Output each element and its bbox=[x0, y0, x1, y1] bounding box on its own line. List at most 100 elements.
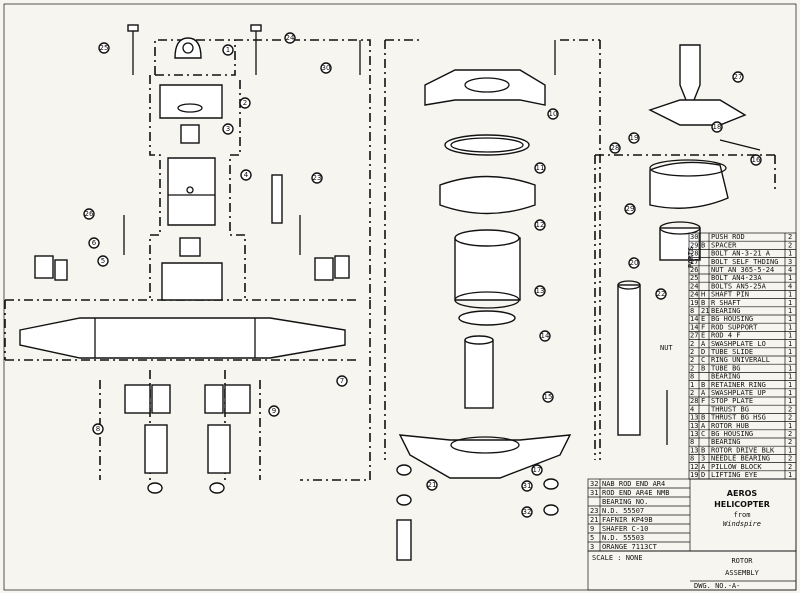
part-qty: 2 bbox=[788, 414, 792, 422]
part-qty: 1 bbox=[788, 422, 792, 430]
part-sub: A bbox=[701, 422, 706, 430]
balloon-17: 17 bbox=[533, 466, 542, 474]
part-ref: 14 bbox=[690, 323, 698, 331]
part-name: RING UNIVERALL bbox=[711, 356, 770, 364]
balloon-5: 5 bbox=[101, 257, 105, 265]
balloon-32: 32 bbox=[523, 508, 532, 516]
part-sub: A bbox=[701, 463, 706, 471]
part-qty: 1 bbox=[788, 356, 792, 364]
part-qty: 1 bbox=[788, 446, 792, 454]
part-sub: B bbox=[701, 241, 705, 249]
balloon-11: 11 bbox=[536, 164, 545, 172]
balloon-20: 20 bbox=[630, 259, 639, 267]
part-sub: B bbox=[701, 381, 705, 389]
part-qty: 1 bbox=[788, 381, 792, 389]
balloon-29: 29 bbox=[626, 205, 635, 213]
part-sub: E bbox=[701, 332, 705, 340]
balloon-23: 23 bbox=[313, 174, 322, 182]
bearing-ref: 21 bbox=[590, 516, 598, 524]
part-name: THRUST BG bbox=[711, 405, 749, 413]
part-qty: 1 bbox=[788, 299, 792, 307]
balloon-25: 25 bbox=[100, 44, 109, 52]
part-qty: 2 bbox=[788, 455, 792, 463]
part-qty: 1 bbox=[788, 250, 792, 258]
part-qty: 1 bbox=[788, 332, 792, 340]
part-balloons: 1 2 3 4 5 6 7 8 9 10 11 12 13 14 15 16 1… bbox=[83, 32, 762, 518]
part-qty: 4 bbox=[788, 282, 792, 290]
drawing-title-line2: ASSEMBLY bbox=[725, 569, 760, 577]
center-assembly bbox=[359, 39, 601, 561]
part-name: STOP PLATE bbox=[711, 397, 753, 405]
bearing-ref: 31 bbox=[590, 489, 598, 497]
part-qty: 2 bbox=[788, 233, 792, 241]
part-name: BOLT SELF THDING bbox=[711, 258, 778, 266]
part-sub: B bbox=[701, 446, 705, 454]
part-qty: 1 bbox=[788, 323, 792, 331]
balloon-3: 3 bbox=[226, 125, 230, 133]
part-qty: 1 bbox=[788, 373, 792, 381]
part-ref: 28 bbox=[690, 250, 698, 258]
part-ref: 1 bbox=[690, 381, 694, 389]
part-sub: A bbox=[701, 340, 706, 348]
part-ref: 13 bbox=[690, 422, 698, 430]
part-name: TUBE SLIDE bbox=[711, 348, 753, 356]
part-ref: 8 bbox=[690, 438, 694, 446]
part-ref: 25 bbox=[690, 274, 698, 282]
part-name: BEARING bbox=[711, 438, 741, 446]
part-qty: 1 bbox=[788, 471, 792, 479]
bearing-name: BEARING NO. bbox=[602, 498, 648, 506]
part-sub: 3 bbox=[701, 455, 705, 463]
part-ref: 2 bbox=[690, 340, 694, 348]
bearing-ref: 32 bbox=[590, 480, 598, 488]
part-name: SWASHPLATE LO bbox=[711, 340, 766, 348]
part-ref: 27 bbox=[690, 332, 698, 340]
part-qty: 1 bbox=[788, 348, 792, 356]
bearing-name: ROD END AR4E NMB bbox=[602, 489, 669, 497]
bearing-row: 9 SHAFER C-10 bbox=[588, 525, 690, 534]
company-line1: AEROS bbox=[727, 489, 758, 498]
part-ref: 30 bbox=[690, 233, 698, 241]
part-qty: 1 bbox=[788, 315, 792, 323]
part-ref: 19 bbox=[690, 471, 698, 479]
balloon-31: 31 bbox=[523, 482, 532, 490]
bearing-ref: 23 bbox=[590, 507, 598, 515]
bearing-name: SHAFER C-10 bbox=[602, 525, 648, 533]
balloon-6: 6 bbox=[92, 239, 97, 247]
part-name: SHAFT PIN bbox=[711, 291, 749, 299]
part-name: ROD 4 F bbox=[711, 332, 741, 340]
part-ref: 2 bbox=[690, 356, 694, 364]
part-qty: 1 bbox=[788, 291, 792, 299]
part-qty: 2 bbox=[788, 241, 792, 249]
part-name: R SHAFT bbox=[711, 299, 741, 307]
part-ref: 8 bbox=[690, 455, 694, 463]
part-ref: 24 bbox=[690, 291, 698, 299]
part-name: BG HOUSING bbox=[711, 315, 753, 323]
part-name: ROTOR DRIVE BLK bbox=[711, 446, 775, 454]
part-qty: 1 bbox=[788, 389, 792, 397]
balloon-12: 12 bbox=[536, 221, 545, 229]
part-ref: 19 bbox=[690, 299, 698, 307]
left-assembly bbox=[4, 24, 371, 494]
part-name: TUBE BG bbox=[711, 364, 741, 372]
bearing-row: 31 ROD END AR4E NMB bbox=[588, 489, 690, 498]
part-name: BG HOUSING bbox=[711, 430, 753, 438]
balloon-15: 15 bbox=[544, 393, 553, 401]
bearing-ref: 9 bbox=[590, 525, 594, 533]
part-name: BOLTS AN5-25A bbox=[711, 282, 767, 290]
part-name: ROTOR HUB bbox=[711, 422, 749, 430]
